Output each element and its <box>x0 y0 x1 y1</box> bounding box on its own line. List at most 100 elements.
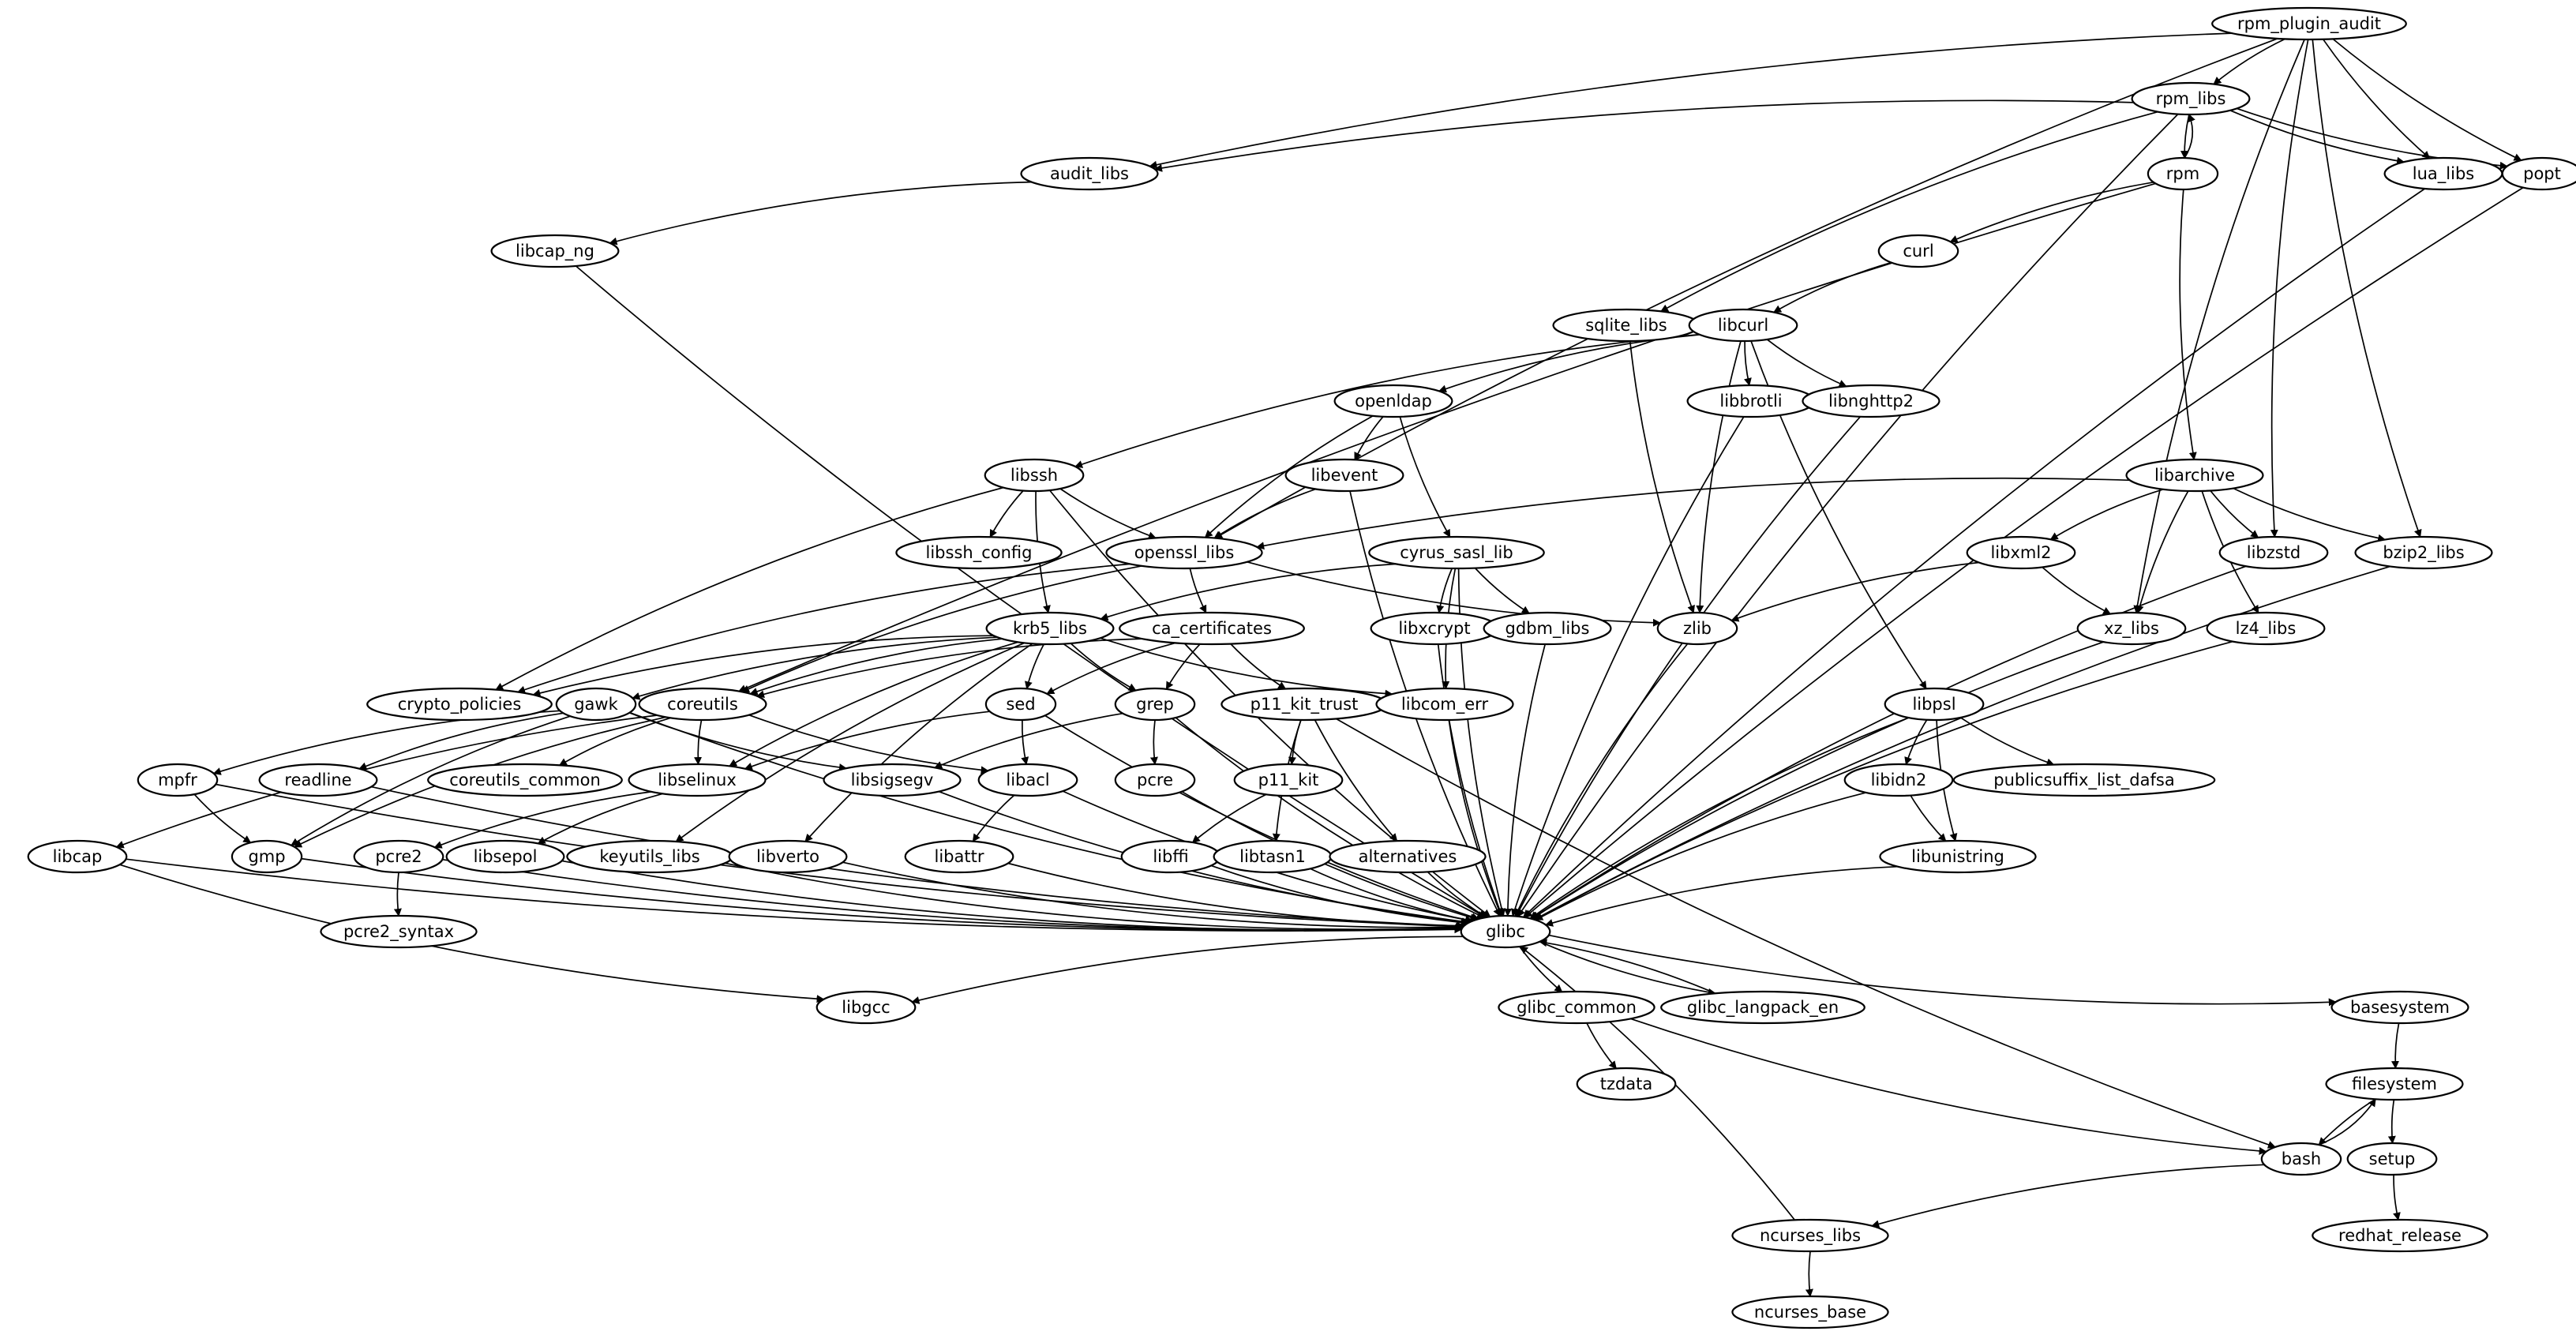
node-libunistring[interactable]: libunistring <box>1879 839 2037 874</box>
node-libzstd[interactable]: libzstd <box>2218 535 2329 570</box>
node-shape <box>984 687 1057 722</box>
node-popt[interactable]: popt <box>2501 156 2576 191</box>
node-label: popt <box>2523 164 2561 183</box>
node-audit-libs[interactable]: audit_libs <box>1020 156 1159 191</box>
node-label: crypto_policies <box>398 695 522 714</box>
node-libevent[interactable]: libevent <box>1284 458 1404 493</box>
node-openssl-libs[interactable]: openssl_libs <box>1105 535 1263 570</box>
node-libxcrypt[interactable]: libxcrypt <box>1370 611 1499 646</box>
node-p11-kit[interactable]: p11_kit <box>1233 763 1344 797</box>
node-curl[interactable]: curl <box>1877 234 1959 268</box>
node-shape <box>2211 6 2407 41</box>
node-rpm-plugin-audit[interactable]: rpm_plugin_audit <box>2211 6 2407 41</box>
node-tzdata[interactable]: tzdata <box>1576 1067 1677 1101</box>
node-sqlite-libs[interactable]: sqlite_libs <box>1552 308 1700 343</box>
node-label: lua_libs <box>2413 164 2474 184</box>
node-libcap[interactable]: libcap <box>27 839 128 874</box>
node-publicsuffix-list-dafsa[interactable]: publicsuffix_list_dafsa <box>1952 763 2216 797</box>
node-libarchive[interactable]: libarchive <box>2125 458 2264 493</box>
node-libverto[interactable]: libverto <box>728 839 848 874</box>
edge-openldap-to-cyrus-sasl-lib <box>1399 416 1451 538</box>
node-pcre2-syntax[interactable]: pcre2_syntax <box>320 914 478 949</box>
node-basesystem[interactable]: basesystem <box>2330 990 2469 1025</box>
edge-libxcrypt-to-glibc <box>1437 643 1503 917</box>
node-lua-libs[interactable]: lua_libs <box>2383 156 2503 191</box>
node-setup[interactable]: setup <box>2346 1142 2438 1176</box>
node-coreutils[interactable]: coreutils <box>638 687 767 722</box>
edge-sed-to-glibc <box>1044 714 1479 921</box>
edge-libarchive-to-openssl-libs <box>1256 477 2130 550</box>
node-libcap-ng[interactable]: libcap_ng <box>490 234 620 268</box>
node-gawk[interactable]: gawk <box>555 687 637 722</box>
node-glibc-langpack-en[interactable]: glibc_langpack_en <box>1660 990 1865 1025</box>
node-bzip2-libs[interactable]: bzip2_libs <box>2354 535 2493 570</box>
node-shape <box>1656 611 1738 646</box>
edge-libsepol-to-glibc <box>561 860 1463 933</box>
node-libssh-config[interactable]: libssh_config <box>895 535 1063 570</box>
node-libcom-err[interactable]: libcom_err <box>1375 687 1514 722</box>
node-shape <box>2147 156 2219 191</box>
node-pcre2[interactable]: pcre2 <box>353 839 444 874</box>
node-libselinux[interactable]: libselinux <box>628 763 767 797</box>
node-zlib[interactable]: zlib <box>1656 611 1738 646</box>
node-xz-libs[interactable]: xz_libs <box>2076 611 2187 646</box>
node-libssh[interactable]: libssh <box>984 458 1085 493</box>
node-shape <box>353 839 444 874</box>
node-label: glibc_common <box>1517 998 1637 1018</box>
node-p11-kit-trust[interactable]: p11_kit_trust <box>1221 687 1388 722</box>
node-libffi[interactable]: libffi <box>1120 839 1221 874</box>
node-crypto-policies[interactable]: crypto_policies <box>366 687 553 722</box>
node-libnghttp2[interactable]: libnghttp2 <box>1802 384 1940 418</box>
node-alternatives[interactable]: alternatives <box>1329 839 1487 874</box>
node-shape <box>427 763 623 797</box>
node-libxml2[interactable]: libxml2 <box>1966 535 2076 570</box>
node-pcre[interactable]: pcre <box>1114 763 1196 797</box>
node-grep[interactable]: grep <box>1114 687 1196 722</box>
node-ncurses-base[interactable]: ncurses_base <box>1731 1295 1889 1329</box>
node-label: rpm <box>2166 164 2199 183</box>
node-ca-certificates[interactable]: ca_certificates <box>1119 611 1305 646</box>
edge-filesystem-to-setup <box>2387 1099 2396 1144</box>
node-libtasn1[interactable]: libtasn1 <box>1213 839 1333 874</box>
node-label: coreutils_common <box>449 771 601 790</box>
node-bash[interactable]: bash <box>2260 1142 2342 1176</box>
node-glibc-common[interactable]: glibc_common <box>1498 990 1655 1025</box>
edge-openssl-libs-to-ca-certificates <box>1189 568 1207 613</box>
node-filesystem[interactable]: filesystem <box>2325 1067 2464 1101</box>
node-coreutils-common[interactable]: coreutils_common <box>427 763 623 797</box>
edges-layer <box>115 32 2524 1297</box>
node-libsigsegv[interactable]: libsigsegv <box>823 763 962 797</box>
node-mpfr[interactable]: mpfr <box>137 763 219 797</box>
node-label: libgcc <box>842 998 890 1017</box>
node-krb5-libs[interactable]: krb5_libs <box>985 611 1115 646</box>
node-libgcc[interactable]: libgcc <box>816 990 917 1025</box>
edge-bash-to-filesystem <box>2318 1098 2376 1146</box>
node-glibc[interactable]: glibc <box>1460 914 1551 949</box>
edge-openssl-libs-to-coreutils <box>741 564 1142 693</box>
node-libsepol[interactable]: libsepol <box>445 839 565 874</box>
node-openldap[interactable]: openldap <box>1333 384 1453 418</box>
node-libcurl[interactable]: libcurl <box>1688 308 1798 343</box>
node-shape <box>977 763 1078 797</box>
edge-libcurl-to-libssh <box>1074 333 1700 468</box>
node-ncurses-libs[interactable]: ncurses_libs <box>1731 1218 1889 1253</box>
node-sed[interactable]: sed <box>984 687 1057 722</box>
node-cyrus-sasl-lib[interactable]: cyrus_sasl_lib <box>1368 535 1545 570</box>
node-libpsl[interactable]: libpsl <box>1884 687 1985 722</box>
node-rpm[interactable]: rpm <box>2147 156 2219 191</box>
node-keyutils-libs[interactable]: keyutils_libs <box>566 839 733 874</box>
node-readline[interactable]: readline <box>258 763 378 797</box>
node-label: ca_certificates <box>1152 619 1272 639</box>
node-gmp[interactable]: gmp <box>231 839 303 874</box>
node-lz4-libs[interactable]: lz4_libs <box>2206 611 2326 646</box>
node-gdbm-libs[interactable]: gdbm_libs <box>1483 611 1612 646</box>
node-label: glibc_langpack_en <box>1687 998 1839 1018</box>
node-libidn2[interactable]: libidn2 <box>1843 763 1954 797</box>
node-libattr[interactable]: libattr <box>904 839 1014 874</box>
node-libbrotli[interactable]: libbrotli <box>1686 384 1816 418</box>
node-shape <box>555 687 637 722</box>
edge-filesystem-to-bash <box>2318 1098 2376 1146</box>
node-libacl[interactable]: libacl <box>977 763 1078 797</box>
node-redhat-release[interactable]: redhat_release <box>2312 1218 2488 1253</box>
node-rpm-libs[interactable]: rpm_libs <box>2131 81 2251 116</box>
